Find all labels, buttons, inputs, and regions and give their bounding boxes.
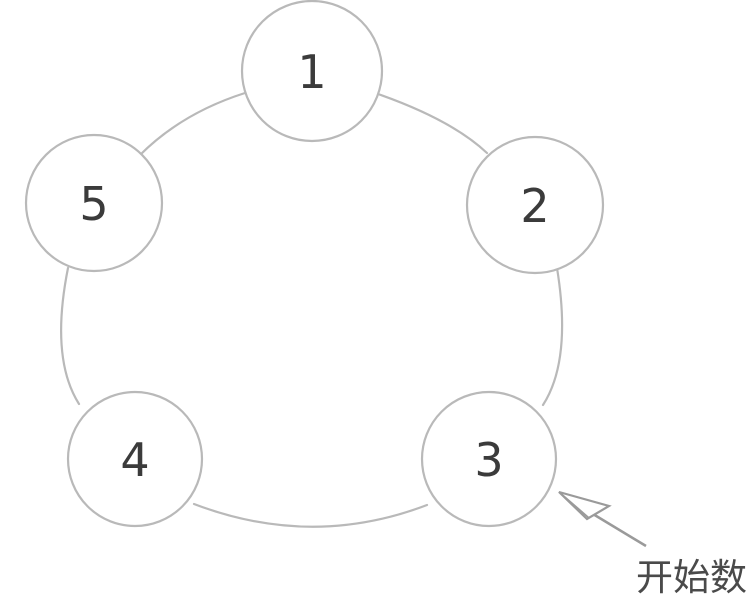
link-node2-node3: [541, 266, 564, 407]
node-5-circle[interactable]: [24, 133, 164, 273]
node-1-circle[interactable]: [240, 0, 384, 143]
arrow-head-crease-icon: [558, 491, 590, 519]
node-2-circle[interactable]: [465, 135, 605, 275]
node-4-circle[interactable]: [66, 390, 204, 528]
arrow-shaft: [587, 509, 647, 548]
node-5-label: 5: [79, 177, 108, 231]
node-4[interactable]: 4: [66, 390, 204, 528]
node-4-label: 4: [120, 433, 149, 487]
start-pointer-arrow: [558, 490, 647, 548]
node-3-label: 3: [474, 433, 503, 487]
link-node5-node1: [138, 91, 247, 157]
node-2-label: 2: [520, 179, 549, 233]
node-1[interactable]: 1: [240, 0, 384, 143]
start-count-annotation: 开始数: [636, 556, 747, 599]
link-node4-node5: [60, 266, 81, 406]
link-node3-node4: [192, 502, 429, 528]
link-node1-node2: [376, 92, 489, 155]
node-3[interactable]: 3: [420, 390, 558, 528]
arrow-head-icon: [558, 490, 612, 521]
node-1-label: 1: [297, 45, 326, 99]
link-group: [60, 91, 564, 528]
node-5[interactable]: 5: [24, 133, 164, 273]
node-3-circle[interactable]: [420, 390, 558, 528]
node-2[interactable]: 2: [465, 135, 605, 275]
